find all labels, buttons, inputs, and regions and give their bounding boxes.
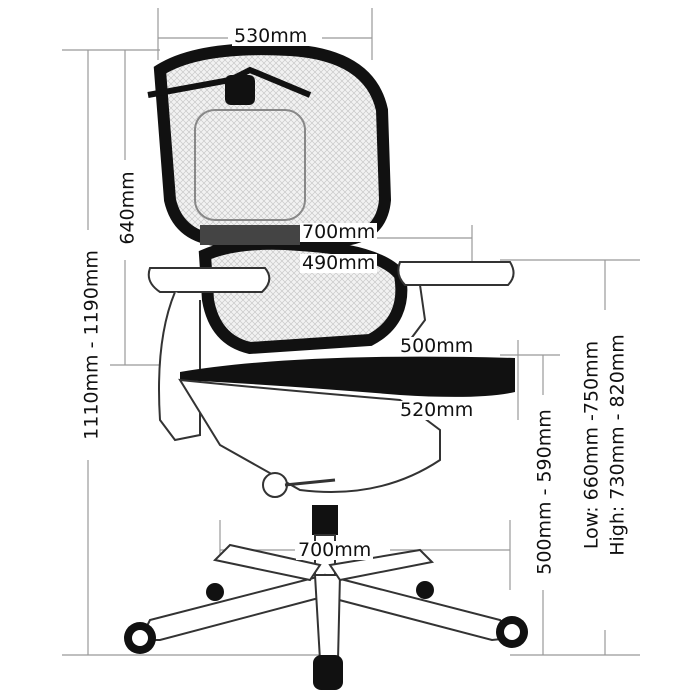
base-diameter-label: 700mm: [296, 539, 374, 561]
seat-width-label: 520mm: [398, 399, 476, 421]
caster-wheels: [124, 581, 528, 690]
armrest-height-high-label: High: 730mm - 820mm: [606, 332, 629, 558]
armrest-outer-width-label: 700mm: [300, 221, 378, 243]
backrest-width-label: 530mm: [232, 25, 310, 47]
backrest-height-label: 640mm: [116, 169, 139, 247]
seat-height-label: 500mm - 590mm: [533, 407, 556, 577]
seat-depth-label: 500mm: [398, 335, 476, 357]
overall-height-label: 1110mm - 1190mm: [80, 248, 103, 442]
armrest-height-low-label: Low: 660mm -750mm: [580, 338, 603, 552]
armrest-inner-width-label: 490mm: [300, 252, 378, 274]
